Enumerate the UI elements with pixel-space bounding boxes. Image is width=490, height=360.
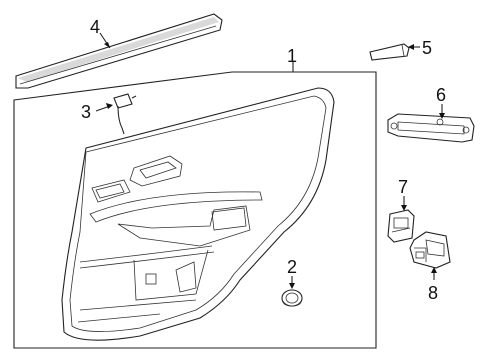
arrow-8 xyxy=(431,267,437,273)
callout-3: 3 xyxy=(81,102,91,122)
callout-1: 1 xyxy=(287,46,297,66)
callout-8: 8 xyxy=(428,283,438,303)
part-6-bracket[interactable] xyxy=(387,113,475,143)
part-4-belt-molding[interactable] xyxy=(15,13,223,89)
part-3-harness[interactable] xyxy=(113,93,137,135)
arrow-5 xyxy=(408,44,414,50)
door-trim-panel[interactable] xyxy=(61,87,335,341)
callout-2: 2 xyxy=(287,257,297,277)
arrow-2 xyxy=(289,283,295,289)
callout-6: 6 xyxy=(436,85,446,105)
arrow-6 xyxy=(439,113,445,119)
arrow-4 xyxy=(104,42,110,48)
arrow-7 xyxy=(401,205,407,211)
part-7-switch[interactable] xyxy=(387,209,415,243)
callout-5: 5 xyxy=(422,38,432,58)
part-1-box xyxy=(13,71,377,349)
part-5-molding[interactable] xyxy=(369,43,410,61)
part-8-switch-assembly[interactable] xyxy=(409,231,451,269)
part-2-grommet[interactable] xyxy=(281,289,303,307)
callout-7: 7 xyxy=(398,177,408,197)
arrow-3 xyxy=(106,103,113,109)
callout-4: 4 xyxy=(90,17,100,37)
